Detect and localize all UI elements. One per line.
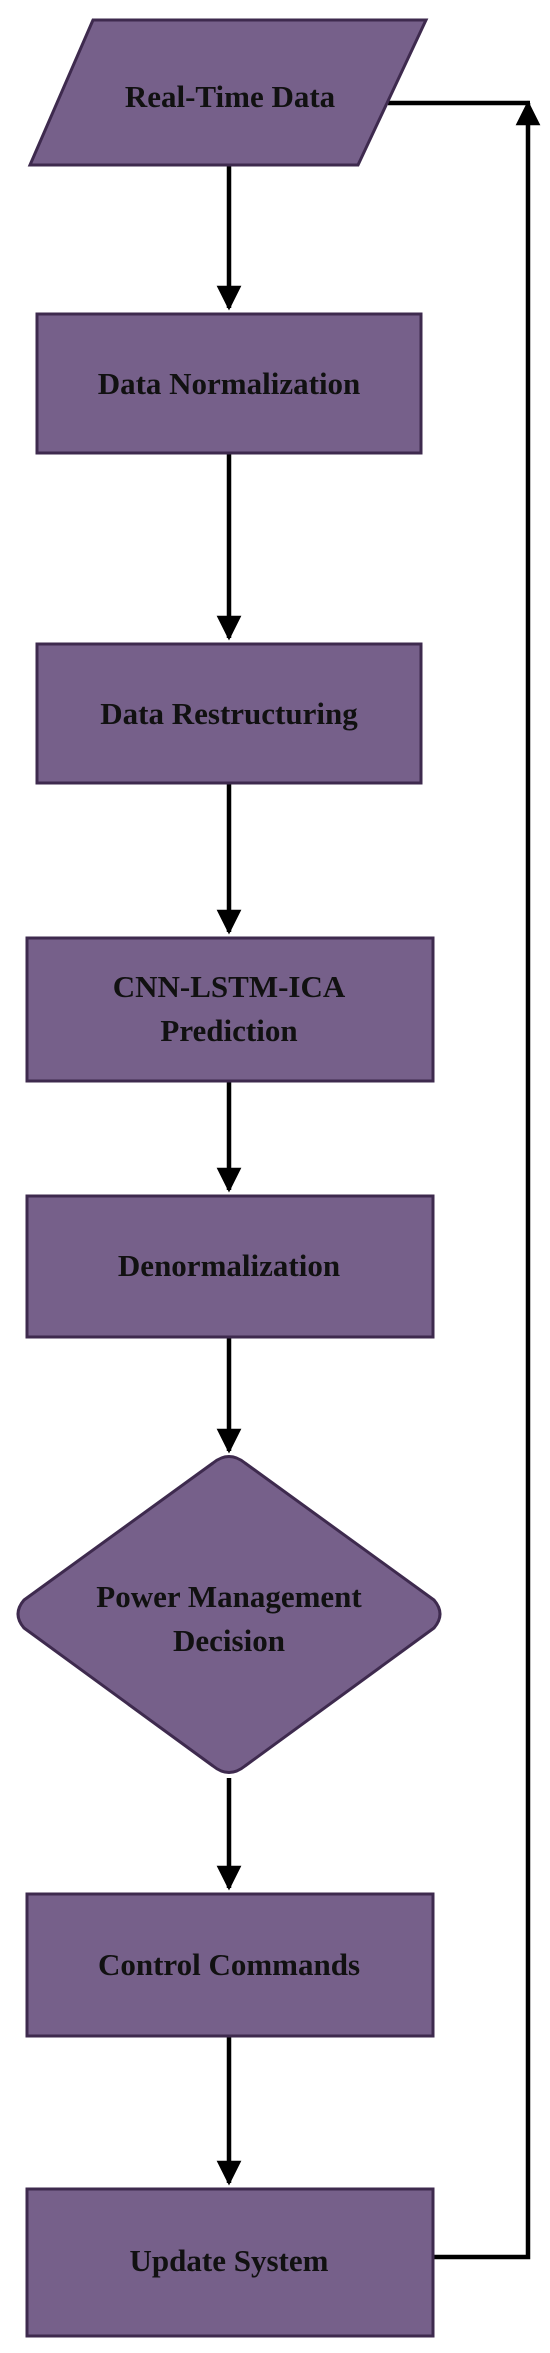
node-label-line: Control Commands <box>98 1947 360 1982</box>
node-label-line: Data Restructuring <box>100 696 358 731</box>
node-label: Data Normalization <box>98 366 361 401</box>
node-label-line: Denormalization <box>118 1248 340 1283</box>
node-label: Control Commands <box>98 1947 360 1982</box>
process-box-shape <box>35 642 423 785</box>
node-label: CNN-LSTM-ICA Prediction <box>113 969 346 1048</box>
node-label-line: Data Normalization <box>98 366 361 401</box>
node-label: Update System <box>130 2243 329 2278</box>
node-real-time-data: Real-Time Data <box>27 18 429 167</box>
edges <box>216 100 541 2260</box>
input-parallelogram-shape <box>27 18 429 167</box>
node-update-system: Update System <box>25 2187 435 2338</box>
node-label-line: CNN-LSTM-ICA <box>113 969 346 1004</box>
node-label-line: Decision <box>173 1623 285 1658</box>
edge-update-system-feedback-to-real-time-data <box>433 100 541 2260</box>
node-label: Data Restructuring <box>100 696 358 731</box>
node-label-line: Update System <box>130 2243 329 2278</box>
node-label: Denormalization <box>118 1248 340 1283</box>
node-label-line: Prediction <box>160 1013 297 1048</box>
node-label: Real-Time Data <box>125 79 336 114</box>
decision-diamond-shape <box>16 1455 442 1774</box>
node-denormalization: Denormalization <box>25 1194 435 1339</box>
node-data-normalization: Data Normalization <box>35 312 423 455</box>
node-control-commands: Control Commands <box>25 1892 435 2038</box>
process-box-shape <box>35 312 423 455</box>
node-label-line: Real-Time Data <box>125 79 336 114</box>
node-label-line: Power Management <box>96 1579 362 1614</box>
process-box-shape <box>25 2187 435 2338</box>
process-box-shape <box>25 1194 435 1339</box>
process-box-shape <box>25 936 435 1083</box>
process-box-shape <box>25 1892 435 2038</box>
node-prediction: CNN-LSTM-ICA Prediction <box>25 936 435 1083</box>
node-data-restructuring: Data Restructuring <box>35 642 423 785</box>
